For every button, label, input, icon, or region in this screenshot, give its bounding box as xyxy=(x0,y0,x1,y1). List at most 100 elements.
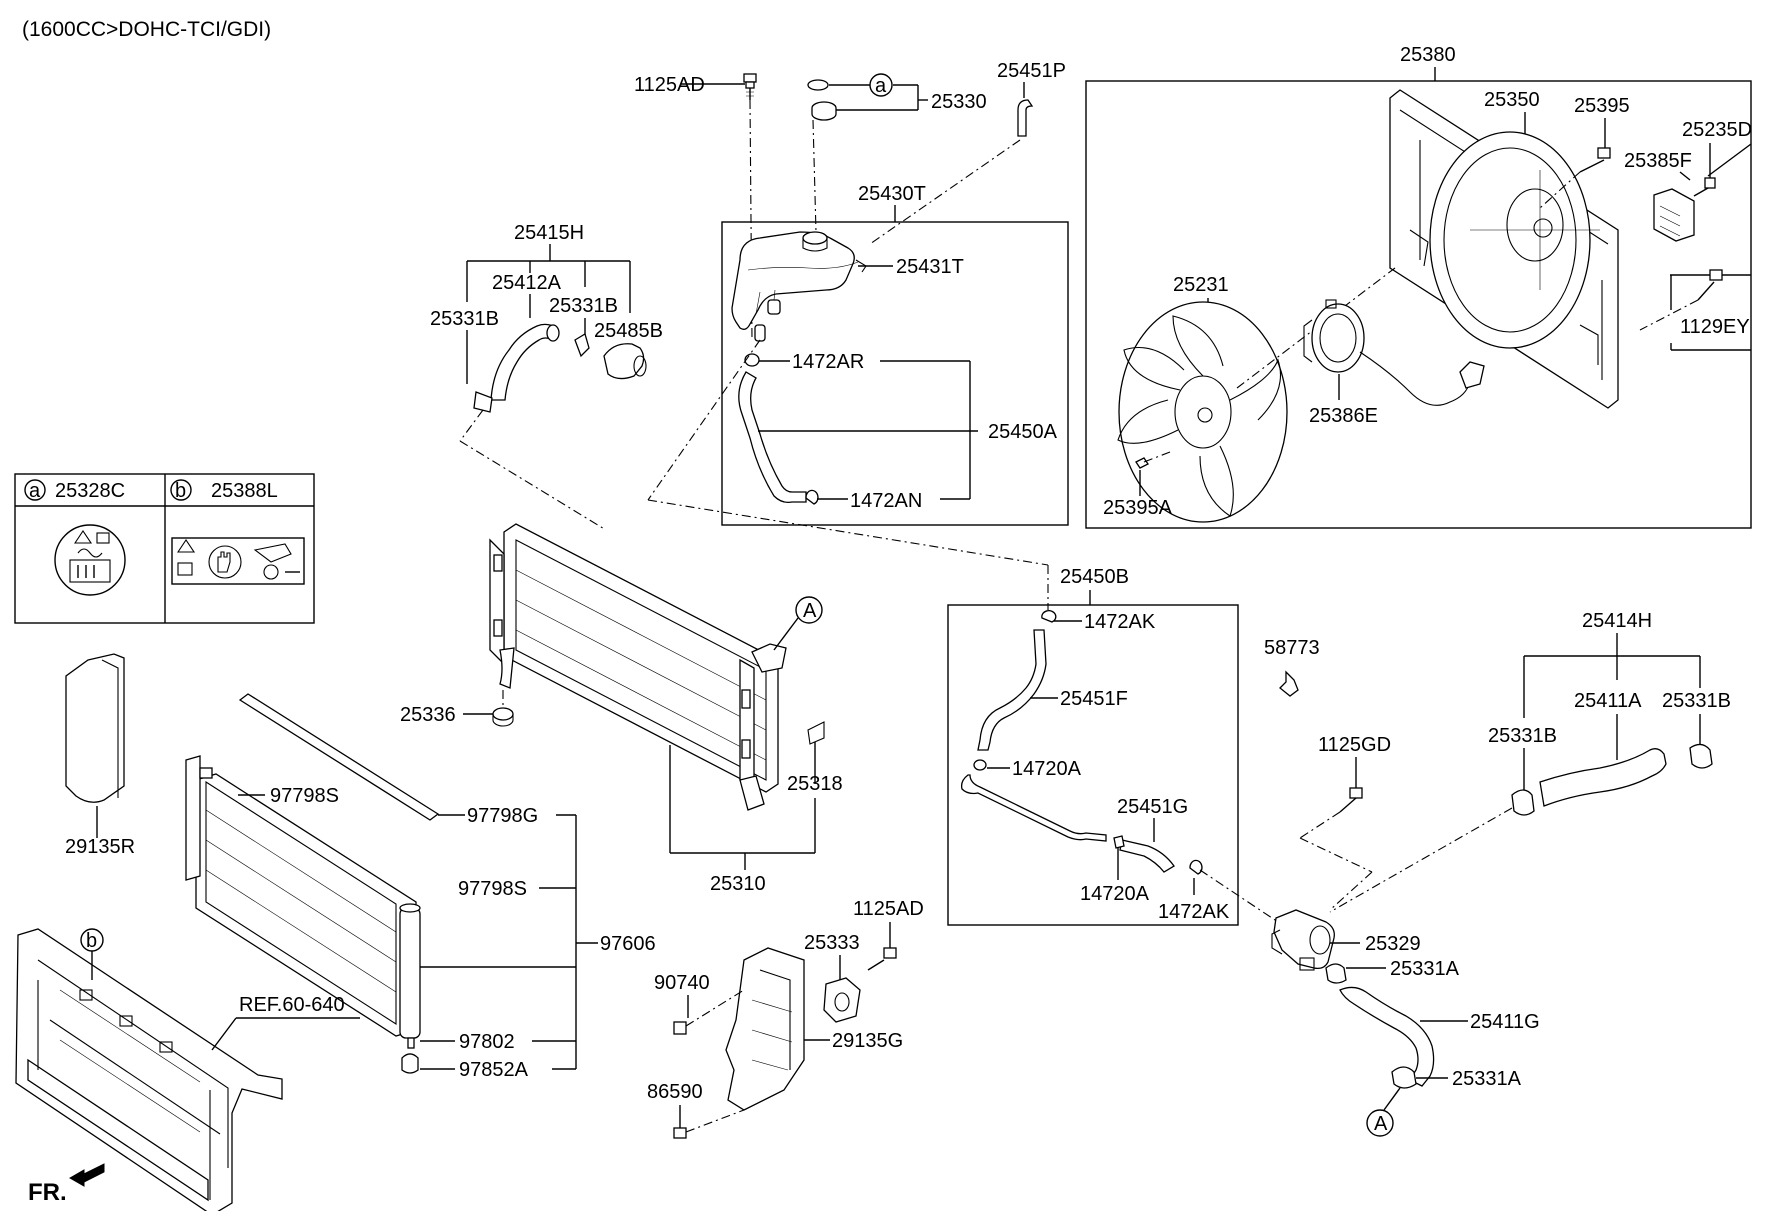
label-25350: 25350 xyxy=(1484,89,1540,111)
label-14720a-bot: 14720A xyxy=(1080,883,1150,905)
label-25331b-r2: 25331B xyxy=(1662,690,1731,712)
hose-25451f-icon xyxy=(977,629,1047,751)
reservoir-group: 1125AD a 25330 25451P 25430T xyxy=(634,60,1066,610)
carrier-frame-icon xyxy=(15,928,283,1211)
label-25411a: 25411A xyxy=(1574,690,1642,712)
label-25331a-top: 25331A xyxy=(1390,958,1460,980)
clip-58773-icon xyxy=(1279,670,1299,697)
bolt-1129ey-icon xyxy=(1697,269,1723,301)
grommet-25336-icon xyxy=(492,707,514,721)
callout-a: a xyxy=(875,75,887,97)
fan-shroud-group-box xyxy=(1085,80,1752,529)
shield-29135g-icon xyxy=(725,947,805,1111)
label-25380: 25380 xyxy=(1400,44,1456,66)
label-1472ak-top: 1472AK xyxy=(1084,611,1156,633)
fan-shroud-group: 25380 25350 25395 25235D 25385F xyxy=(1103,44,1752,523)
bolt-25235d-icon xyxy=(1693,177,1716,197)
label-25329: 25329 xyxy=(1365,933,1421,955)
fan-blade-25231-icon xyxy=(1117,301,1288,523)
label-25331b-left: 25331B xyxy=(430,308,499,330)
hose-25451g-icon xyxy=(1119,839,1175,873)
fan-shroud-25350-icon xyxy=(1389,89,1619,409)
label-1472an: 1472AN xyxy=(850,490,922,512)
condenser-group: 97798G 97606 97798S 97798S 97802 97852A xyxy=(185,693,656,1081)
connector-25485b-icon xyxy=(603,343,645,380)
cap-97852a-icon xyxy=(401,1053,419,1074)
label-25451g: 25451G xyxy=(1117,796,1188,818)
clamp-1472ar-icon xyxy=(744,353,760,367)
label-1472ar: 1472AR xyxy=(792,351,864,373)
label-25231: 25231 xyxy=(1173,274,1229,296)
bolt-90740-icon xyxy=(673,989,745,1035)
radiator-group: A 25336 25318 25310 xyxy=(400,523,843,895)
label-25395a: 25395A xyxy=(1103,497,1173,519)
label-25415h: 25415H xyxy=(514,222,584,244)
caution-fan-label-icon xyxy=(171,537,305,585)
hose-25411a-icon xyxy=(1539,748,1667,807)
clamp-14720a-bot-icon xyxy=(1113,835,1125,849)
bolt-86590-icon xyxy=(673,1109,745,1139)
clamp-1472ak-bot-icon xyxy=(1189,859,1203,875)
clamp-25331a-bot-icon xyxy=(1391,1066,1417,1089)
label-25333: 25333 xyxy=(804,932,860,954)
label-25431t: 25431T xyxy=(896,256,964,278)
label-97606: 97606 xyxy=(600,933,656,955)
coolant-reservoir-icon xyxy=(731,231,867,342)
label-25386e: 25386E xyxy=(1309,405,1378,427)
label-1125ad-top: 1125AD xyxy=(634,74,705,96)
label-97802: 97802 xyxy=(459,1031,515,1053)
label-25412a: 25412A xyxy=(492,272,562,294)
label-90740: 90740 xyxy=(654,972,710,994)
label-97798s-mid: 97798S xyxy=(458,878,527,900)
radiator-25310-icon xyxy=(489,523,787,811)
clamp-1472ak-top-icon xyxy=(1041,610,1057,623)
pipe-assembly-icon xyxy=(960,774,1107,842)
label-25414h: 25414H xyxy=(1582,610,1652,632)
callout-b: b xyxy=(86,930,97,952)
legend-table: a 25328C b 25388L xyxy=(14,473,315,624)
hose-25411g-icon xyxy=(1339,986,1435,1087)
label-25331b-mid: 25331B xyxy=(549,295,618,317)
clamp-25331b-r2-icon xyxy=(1689,743,1713,769)
bolt-25395-icon xyxy=(1579,147,1611,173)
label-58773: 58773 xyxy=(1264,637,1320,659)
lower-shield-group: 1125AD 25333 29135G 90740 86590 xyxy=(647,898,924,1139)
label-25235d: 25235D xyxy=(1682,119,1752,141)
label-25385f: 25385F xyxy=(1624,150,1692,172)
label-25451f: 25451F xyxy=(1060,688,1128,710)
label-14720a-top: 14720A xyxy=(1012,758,1082,780)
label-25310: 25310 xyxy=(710,873,766,895)
hose-25451p-icon xyxy=(1017,99,1034,137)
front-arrow-icon xyxy=(68,1163,105,1187)
callout-A2: A xyxy=(1374,1113,1388,1135)
clamp-25331b-r1-icon xyxy=(1511,789,1535,816)
label-25331a-bot: 25331A xyxy=(1452,1068,1522,1090)
clamp-25331a-top-icon xyxy=(1325,963,1347,984)
bolt-1125ad-icon xyxy=(743,73,757,100)
heater-hose-group: 25450B 1472AK 25451F 14720A 25451G 14720… xyxy=(960,566,1291,931)
caution-cap-label-icon xyxy=(54,524,126,596)
seal-strip-97798g-icon xyxy=(238,693,440,821)
label-97798g: 97798G xyxy=(467,805,538,827)
legend-a-symbol: a xyxy=(29,480,41,502)
clamp-25331b-mid-icon xyxy=(574,333,590,358)
engine-caption: (1600CC>DOHC-TCI/GDI) xyxy=(22,18,271,41)
label-25336: 25336 xyxy=(400,704,456,726)
label-25330: 25330 xyxy=(931,91,987,113)
air-guard-group: 29135R xyxy=(65,653,135,858)
screw-25395a-icon xyxy=(1135,451,1171,469)
label-86590: 86590 xyxy=(647,1081,703,1103)
label-25395: 25395 xyxy=(1574,95,1630,117)
legend-b-part: 25388L xyxy=(211,480,278,502)
label-25451p: 25451P xyxy=(997,60,1066,82)
label-1125ad-mid: 1125AD xyxy=(853,898,924,920)
label-25450b: 25450B xyxy=(1060,566,1129,588)
label-25430t: 25430T xyxy=(858,183,926,205)
bolt-1125ad-mid-icon xyxy=(867,947,897,971)
label-25411g: 25411G xyxy=(1470,1011,1540,1033)
condenser-97606-icon xyxy=(185,755,421,1049)
fan-motor-25386e-icon xyxy=(1303,299,1485,406)
clamp-14720a-top-icon xyxy=(973,759,987,771)
bolt-1125gd-icon xyxy=(1339,787,1363,813)
